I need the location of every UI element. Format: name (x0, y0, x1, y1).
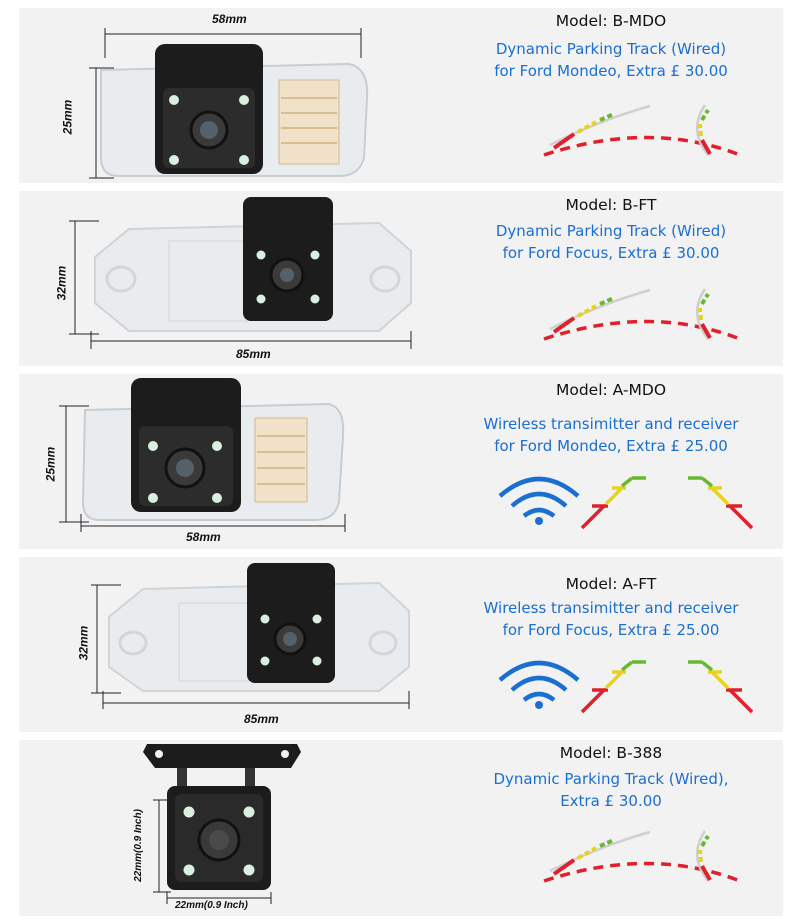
model-label-a-mdo: Model: A-MDO (555, 381, 667, 399)
height-dimension-a-ft: 32mm (76, 625, 91, 661)
width-dimension-a-ft: 85mm (244, 712, 279, 726)
height-dimension-b-388: 22mm(0.9 Inch) (132, 809, 144, 882)
description-line-1: Wireless transimitter and receiver (483, 415, 739, 433)
width-dimension-b-mdo: 58mm (212, 12, 247, 26)
description-line-2: for Ford Mondeo, Extra £ 30.00 (494, 62, 728, 80)
parking-guide-lines-icon (580, 476, 754, 530)
parking-guide-lines-icon (580, 660, 754, 714)
height-dimension-b-ft: 32mm (54, 265, 69, 301)
camera-image-a-mdo (59, 378, 346, 532)
model-label-b-ft: Model: B-FT (565, 196, 657, 214)
description-b-ft: Dynamic Parking Track (Wired) for Ford F… (446, 220, 776, 264)
description-line-1: Dynamic Parking Track (Wired) (495, 40, 727, 58)
description-b-388: Dynamic Parking Track (Wired), Extra £ 3… (446, 768, 776, 812)
width-dimension-b-ft: 85mm (236, 347, 271, 361)
wifi-icon (498, 660, 580, 709)
model-label-a-ft: Model: A-FT (565, 575, 657, 593)
height-dimension-b-mdo: 25mm (60, 99, 75, 135)
camera-image-a-ft (91, 563, 410, 709)
wifi-icon (498, 476, 580, 525)
camera-image-b-ft (69, 197, 412, 349)
description-line-2: for Ford Focus, Extra £ 25.00 (502, 621, 720, 639)
height-dimension-a-mdo: 25mm (43, 446, 58, 482)
description-a-ft: Wireless transimitter and receiver for F… (446, 597, 776, 641)
description-a-mdo: Wireless transimitter and receiver for F… (446, 413, 776, 457)
product-panel-b-388 (19, 740, 783, 916)
description-line-1: Wireless transimitter and receiver (483, 599, 739, 617)
model-label-b-388: Model: B-388 (559, 744, 663, 762)
dynamic-parking-track-icon (543, 104, 741, 157)
dynamic-parking-track-icon (543, 288, 741, 341)
camera-image-b-mdo (89, 28, 369, 179)
dynamic-parking-track-icon (543, 830, 741, 883)
width-dimension-b-388: 22mm(0.9 Inch) (175, 900, 248, 911)
camera-image-b-388 (143, 744, 301, 904)
description-line-2: Extra £ 30.00 (560, 792, 662, 810)
model-label-b-mdo: Model: B-MDO (555, 12, 667, 30)
description-line-1: Dynamic Parking Track (Wired) (495, 222, 727, 240)
description-line-1: Dynamic Parking Track (Wired), (493, 770, 729, 788)
description-line-2: for Ford Focus, Extra £ 30.00 (502, 244, 720, 262)
width-dimension-a-mdo: 58mm (186, 530, 221, 544)
description-b-mdo: Dynamic Parking Track (Wired) for Ford M… (446, 38, 776, 82)
description-line-2: for Ford Mondeo, Extra £ 25.00 (494, 437, 728, 455)
